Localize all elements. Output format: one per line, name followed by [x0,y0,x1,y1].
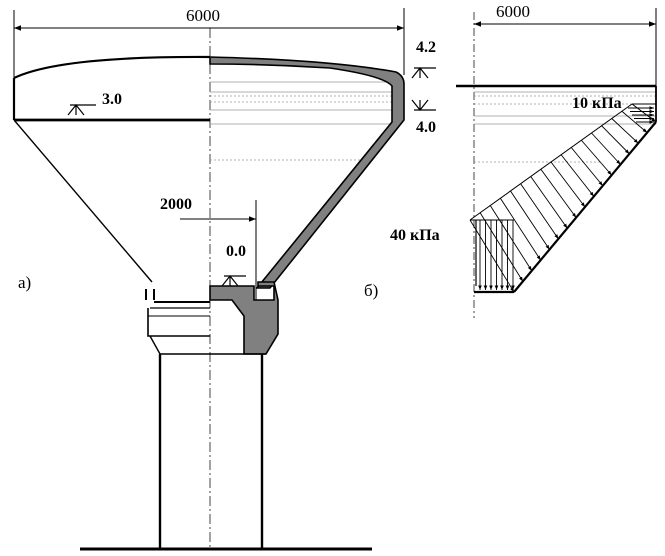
pressure-arrow [499,198,542,261]
level-mark-3-0: 3.0 [67,91,122,116]
level-mark-4-0: 4.0 [411,99,436,136]
pressure-arrow [479,212,524,282]
pressure-arrow [530,176,568,229]
cone-left [13,119,153,283]
level-mark-4-2: 4.2 [411,39,436,79]
pressure-arrow [601,125,630,155]
pressure-arrow [510,190,550,250]
load-bottom-label: 40 кПа [390,227,440,244]
pressure-arrow [550,161,586,208]
panel-a: 6000 [12,6,436,551]
level-bottom-label: 4.0 [416,119,436,136]
pressure-arrow [520,183,559,240]
level-rim-label: 4.2 [416,39,436,56]
pressure-arrow [489,205,533,271]
pressure-arrow [631,103,657,123]
load-diagram [469,103,657,293]
guide-lines-b [474,91,656,163]
level-inner-label: 3.0 [102,91,122,108]
panel-a-caption: а) [18,273,31,292]
pressure-arrow [540,168,577,218]
top-dimension-b: 6000 [474,2,657,90]
pressure-arrow [581,139,612,176]
roof-left [13,55,211,79]
panel-b-caption: б) [364,281,378,300]
dim-inner-label: 2000 [160,196,192,213]
shell-section-right [209,56,405,289]
pressure-arrow [469,219,515,293]
guide-lines [210,81,395,161]
support-column [158,353,266,548]
load-top-label: 10 кПа [572,95,622,112]
level-base-label: 0.0 [226,243,246,260]
pressure-arrow [591,132,621,165]
top-dimension: 6000 [13,6,405,90]
level-mark-0-0: 0.0 [221,243,246,287]
base-ring-section [209,281,279,355]
pressure-arrow [560,154,595,197]
pressure-arrow [611,118,639,144]
inner-dimension: 2000 [160,196,257,300]
dim-top-label: 6000 [186,6,220,25]
panel-b: 6000 10 кПа 40 кПа б) [364,2,657,318]
pressure-arrow [621,110,648,133]
pressure-arrow [570,147,604,187]
base-ring-left [145,289,210,355]
dim-top-b-label: 6000 [496,2,530,21]
